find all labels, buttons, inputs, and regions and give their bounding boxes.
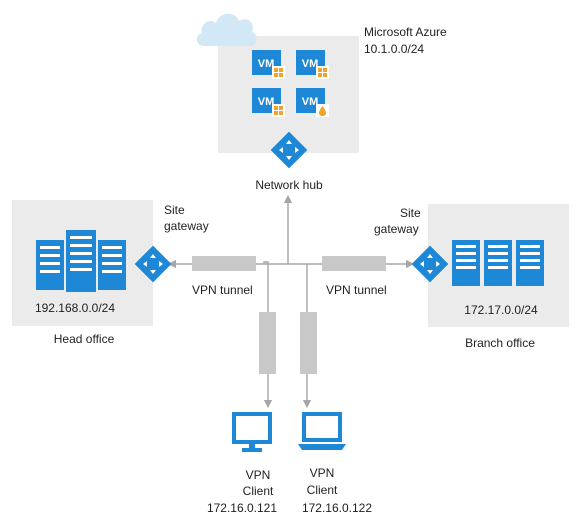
azure-subnet: 10.1.0.0/24 [364, 42, 425, 56]
azure-title: Microsoft Azure [364, 25, 447, 39]
branch-office-subnet: 172.17.0.0/24 [464, 303, 538, 317]
client1-ip: 172.16.0.121 [206, 501, 278, 515]
network-hub-icon [270, 131, 308, 169]
head-gateway-label-line1: Site [164, 203, 185, 217]
network-hub-label: Network hub [255, 178, 323, 192]
svg-text:VM: VM [302, 58, 319, 70]
svg-text:VM: VM [258, 96, 275, 108]
head-office-servers-icon [36, 230, 126, 292]
vpn-tunnel-left [192, 256, 256, 271]
vpn-tunnel-right-label: VPN tunnel [326, 283, 387, 297]
vm-icon: VM [252, 50, 285, 79]
vm-icon: VM [296, 50, 329, 79]
client2-ip: 172.16.0.122 [301, 501, 373, 515]
branch-office-name: Branch office [465, 336, 535, 350]
vm-linux-icon: VM [296, 88, 329, 117]
vpn-tunnel-client2 [300, 312, 317, 374]
laptop-icon [298, 412, 346, 450]
svg-text:VM: VM [302, 96, 319, 108]
head-gateway-icon [134, 245, 172, 283]
head-gateway-label-line2: gateway [164, 219, 209, 233]
vpn-tunnel-client1 [259, 312, 276, 374]
svg-text:VM: VM [258, 58, 275, 70]
client1-line2: Client [242, 484, 274, 498]
branch-gateway-icon [411, 245, 449, 283]
cloud-icon [196, 13, 257, 46]
head-office-subnet: 192.168.0.0/24 [34, 301, 116, 315]
branch-gateway-label-line2: gateway [374, 222, 419, 236]
head-office-name: Head office [53, 332, 115, 346]
client2-line2: Client [306, 483, 338, 497]
vpn-tunnel-right [322, 256, 386, 271]
desktop-monitor-icon [232, 412, 272, 452]
vpn-tunnel-left-label: VPN tunnel [192, 283, 253, 297]
client1-line1: VPN [245, 468, 271, 482]
client2-line1: VPN [309, 466, 335, 480]
branch-gateway-label-line1: Site [400, 206, 421, 220]
branch-office-servers-icon [452, 240, 544, 286]
vm-icon: VM [252, 88, 285, 117]
